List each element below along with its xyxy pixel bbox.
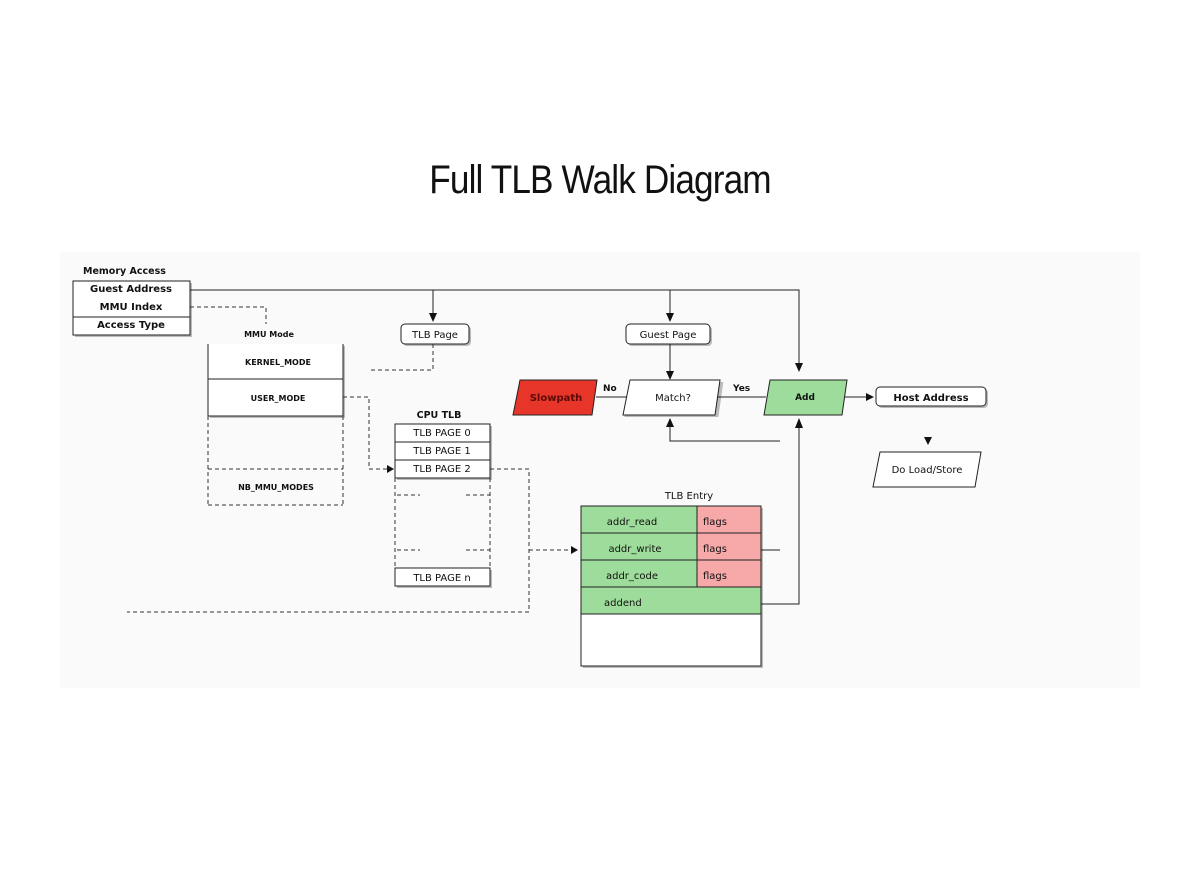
tlb-page-1: TLB PAGE 1 <box>412 446 470 457</box>
tlb-entry-flags-write <box>696 532 762 561</box>
tlb-page-link <box>369 344 434 371</box>
arrow-to-tlb-page <box>429 313 437 322</box>
mode-kernel: KERNEL_MODE <box>245 358 311 367</box>
tlb-entry-field-addr-read: addr_read <box>607 517 657 528</box>
mode-nb-mmu-modes: NB_MMU_MODES <box>238 483 314 492</box>
cpu-tlb-heading: CPU TLB <box>417 410 462 421</box>
user-mode-link <box>343 396 387 470</box>
match-label: Match? <box>655 393 691 404</box>
match-node <box>622 379 721 416</box>
tlb-page-n: TLB PAGE n <box>412 573 470 584</box>
tlb-entry-field-addr-write: addr_write <box>608 544 661 555</box>
tlb-entry-flags-label-read: flags <box>703 517 727 528</box>
tlb-page-2: TLB PAGE 2 <box>412 464 470 475</box>
tlb-entry-row-addr-code <box>580 559 698 588</box>
slowpath-label: Slowpath <box>530 393 583 404</box>
slowpath-node <box>512 379 598 416</box>
tlb-entry-row-addend <box>580 586 762 615</box>
add-node <box>763 379 848 416</box>
field-mmu-index: MMU Index <box>100 302 163 313</box>
tlb-entry-field-addr-code: addr_code <box>606 571 658 582</box>
edge-label-yes: Yes <box>732 384 750 394</box>
mmu-index-link <box>190 306 267 324</box>
tlb-page-0: TLB PAGE 0 <box>412 428 470 439</box>
memory-access-box <box>72 280 191 336</box>
field-access-type: Access Type <box>97 320 165 331</box>
guest-address-line <box>190 289 800 365</box>
arrow-to-guest-page <box>666 313 674 322</box>
mmu-mode-heading: MMU Mode <box>244 330 294 339</box>
guest-page-node <box>625 323 711 345</box>
mmu-mode-box <box>208 344 343 416</box>
tlb-entry-field-addend: addend <box>604 598 642 609</box>
do-load-store-node <box>872 451 982 488</box>
tlb-page-label: TLB Page <box>411 330 458 341</box>
tlb-entry-heading: TLB Entry <box>664 491 713 502</box>
memory-access-heading: Memory Access <box>83 266 166 277</box>
tlb-entry-flags-label-write: flags <box>703 544 727 555</box>
edge-label-no: No <box>603 384 617 394</box>
host-address-label: Host Address <box>893 393 968 404</box>
field-guest-address: Guest Address <box>90 284 172 295</box>
mode-user: USER_MODE <box>251 394 306 403</box>
guest-page-label: Guest Page <box>640 330 697 341</box>
diagram-title: Full TLB Walk Diagram <box>429 158 771 202</box>
do-load-store-label: Do Load/Store <box>892 465 963 476</box>
arrow-to-load-store <box>924 437 932 445</box>
add-label: Add <box>795 393 815 403</box>
flags-compare-line <box>669 425 780 442</box>
tlb-entry-flags-label-code: flags <box>703 571 727 582</box>
tlb-entry-row-addr-write <box>580 532 698 561</box>
arrow-to-add <box>795 363 803 372</box>
cpu-tlb-box <box>394 423 491 479</box>
host-address-node <box>875 386 987 407</box>
tlb-page-node <box>400 323 470 345</box>
addend-link <box>761 426 800 605</box>
tlb-entry-row-addr-read <box>580 505 698 534</box>
tlb-page-n-box <box>394 567 491 587</box>
tlb-entry-flags-read <box>696 505 762 534</box>
